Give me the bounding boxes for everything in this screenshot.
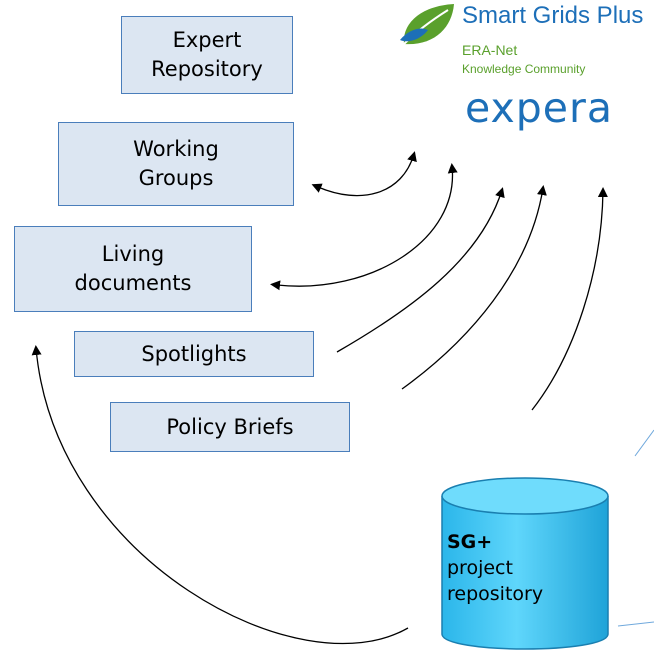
logo-title: Smart Grids Plus xyxy=(462,2,644,29)
arrow-policy-briefs-expera xyxy=(401,185,547,390)
decorative-line xyxy=(634,429,654,457)
working-groups-box: Working Groups xyxy=(58,122,294,206)
leaf-icon xyxy=(400,4,454,45)
expera-wordmark: expera xyxy=(465,84,613,132)
arrow-working-groups-expera xyxy=(311,151,417,197)
living-documents-box: Living documents xyxy=(14,226,252,312)
repository-bold-label: SG+ xyxy=(447,531,493,553)
logo-subtitle: ERA-Net xyxy=(462,42,518,58)
repository-line3: repository xyxy=(447,583,544,605)
arrow-spotlights-expera xyxy=(336,187,505,353)
arrow-repository-living-documents xyxy=(31,345,409,645)
expert-repository-box: Expert Repository xyxy=(121,16,293,94)
repository-cylinder-icon xyxy=(441,477,609,650)
arrow-living-documents-expera xyxy=(270,163,458,291)
policy-briefs-box: Policy Briefs xyxy=(110,402,350,452)
repository-line2: project xyxy=(447,557,513,579)
arrow-repository-expera xyxy=(531,187,608,411)
spotlights-box: Spotlights xyxy=(74,331,314,377)
decorative-line xyxy=(617,621,654,627)
logo-tagline: Knowledge Community xyxy=(462,62,586,76)
repository-label: SG+ project repository xyxy=(447,529,597,607)
